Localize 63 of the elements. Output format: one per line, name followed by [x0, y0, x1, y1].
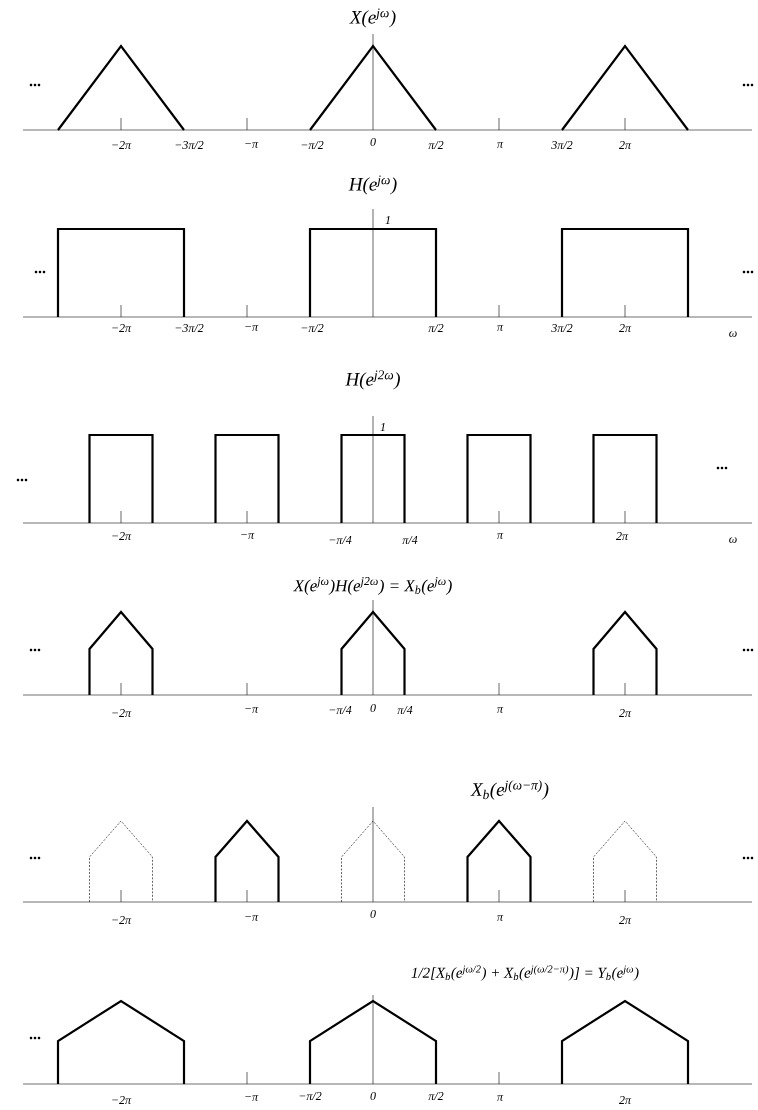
axis-label: 3π/2	[551, 323, 573, 333]
axis-label: −π/2	[299, 1091, 322, 1101]
axis-label: −π/2	[301, 323, 324, 333]
axis-label: 1	[380, 423, 385, 431]
axis-label: π/2	[428, 323, 444, 333]
axis-label: π/4	[397, 706, 413, 714]
axis-label: −2π	[112, 1095, 132, 1105]
formula-label: 1/2[X$_{b}$(e$^{jω/2}$) + X$_{b}$(e$^{j(ω/2−π)}$)] = Y$_{b}$(e$^{jω}$)	[411, 965, 639, 981]
axis-label: ω	[729, 537, 737, 543]
formula-label: X(e$^{jω}$)	[349, 8, 396, 28]
ellipsis-mark: ...	[742, 270, 754, 274]
axis-label: −2π	[112, 708, 132, 718]
axis-label: 2π	[619, 323, 632, 333]
axis-label: π/4	[402, 536, 418, 544]
ellipsis-mark: ...	[716, 466, 728, 470]
ellipsis-mark: ...	[34, 270, 46, 274]
axis-label: π/2	[428, 140, 444, 150]
axis-label: π	[497, 915, 504, 921]
axis-label: −2π	[112, 323, 132, 333]
axis-label: −π	[245, 707, 259, 713]
axis-label: −π/4	[329, 536, 352, 544]
axis-label: π	[497, 1095, 504, 1101]
axis-label: π/2	[428, 1091, 444, 1101]
axis-label: 1	[385, 216, 390, 224]
ellipsis-mark: ...	[742, 856, 754, 860]
axis-label: 2π	[616, 531, 629, 541]
axis-label: 0	[370, 703, 376, 713]
ellipsis-mark: ...	[16, 478, 28, 482]
formula-label: H(e$^{j2ω}$)	[345, 370, 400, 390]
axis-label: ω	[729, 331, 737, 337]
ellipsis-mark: ...	[29, 83, 41, 87]
axis-label: −π	[245, 915, 259, 921]
formula-label: X$_{b}$(e$^{j(ω−π)}$)	[470, 780, 549, 800]
formula-label: H(e$^{jω}$)	[348, 175, 397, 195]
axis-label: −π	[245, 142, 259, 148]
axis-label: 2π	[619, 915, 632, 925]
axis-label: 2π	[619, 1095, 632, 1105]
axis-label: −π/2	[301, 140, 324, 150]
axis-label: −π/4	[329, 706, 352, 714]
axis-label: −3π/2	[175, 323, 204, 333]
axis-label: −3π/2	[175, 140, 204, 150]
axis-label: 0	[370, 909, 376, 919]
axis-label: π	[497, 707, 504, 713]
axis-label: 0	[370, 1091, 376, 1101]
axis-label: π	[497, 533, 504, 539]
axis-label: −π	[245, 1095, 259, 1101]
axis-label: 0	[370, 137, 376, 147]
axis-label: −2π	[112, 140, 132, 150]
ellipsis-mark: ...	[742, 648, 754, 652]
axis-label: π	[497, 325, 504, 331]
ellipsis-mark: ...	[29, 648, 41, 652]
axis-label: 3π/2	[551, 140, 573, 150]
axis-label: −2π	[112, 915, 132, 925]
axis-label: π	[497, 142, 504, 148]
formula-label: X(e$^{jω}$)H(e$^{j2ω}$) = X$_{b}$(e$^{jω}$)	[293, 577, 452, 595]
ellipsis-mark: ...	[742, 83, 754, 87]
axis-label: 2π	[619, 140, 632, 150]
axis-label: 2π	[619, 708, 632, 718]
axis-label: −π	[245, 325, 259, 331]
ellipsis-mark: ...	[29, 1036, 41, 1040]
ellipsis-mark: ...	[29, 856, 41, 860]
axis-label: −π	[241, 533, 255, 539]
axis-label: −2π	[112, 531, 132, 541]
